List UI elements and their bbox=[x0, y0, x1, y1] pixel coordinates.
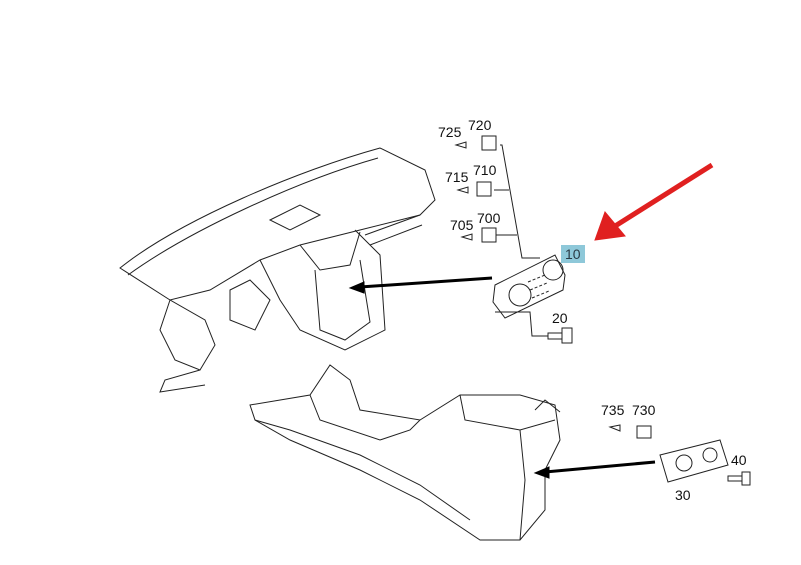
part-label-735: 735 bbox=[601, 402, 625, 418]
center-console-illustration bbox=[249, 364, 561, 541]
dashboard-illustration bbox=[119, 147, 436, 393]
part-label-20: 20 bbox=[552, 310, 568, 326]
part-label-700: 700 bbox=[477, 210, 501, 226]
climate-control-unit-10 bbox=[492, 254, 566, 319]
screw-20 bbox=[547, 327, 573, 344]
part-label-30: 30 bbox=[675, 487, 691, 503]
part-label-10-highlighted: 10 bbox=[561, 245, 585, 263]
part-label-40: 40 bbox=[731, 452, 747, 468]
leader-lines bbox=[494, 144, 548, 337]
part-label-705: 705 bbox=[450, 217, 474, 233]
bulb-parts bbox=[454, 135, 652, 439]
part-label-715: 715 bbox=[445, 169, 469, 185]
screw-40 bbox=[727, 471, 751, 486]
location-arrow-10 bbox=[359, 276, 493, 289]
red-pointer-arrow bbox=[594, 162, 714, 241]
control-unit-30 bbox=[659, 439, 729, 483]
part-label-730: 730 bbox=[632, 402, 656, 418]
part-label-710: 710 bbox=[473, 162, 497, 178]
part-label-725: 725 bbox=[438, 124, 462, 140]
location-arrow-30 bbox=[544, 460, 656, 474]
part-label-720: 720 bbox=[468, 117, 492, 133]
